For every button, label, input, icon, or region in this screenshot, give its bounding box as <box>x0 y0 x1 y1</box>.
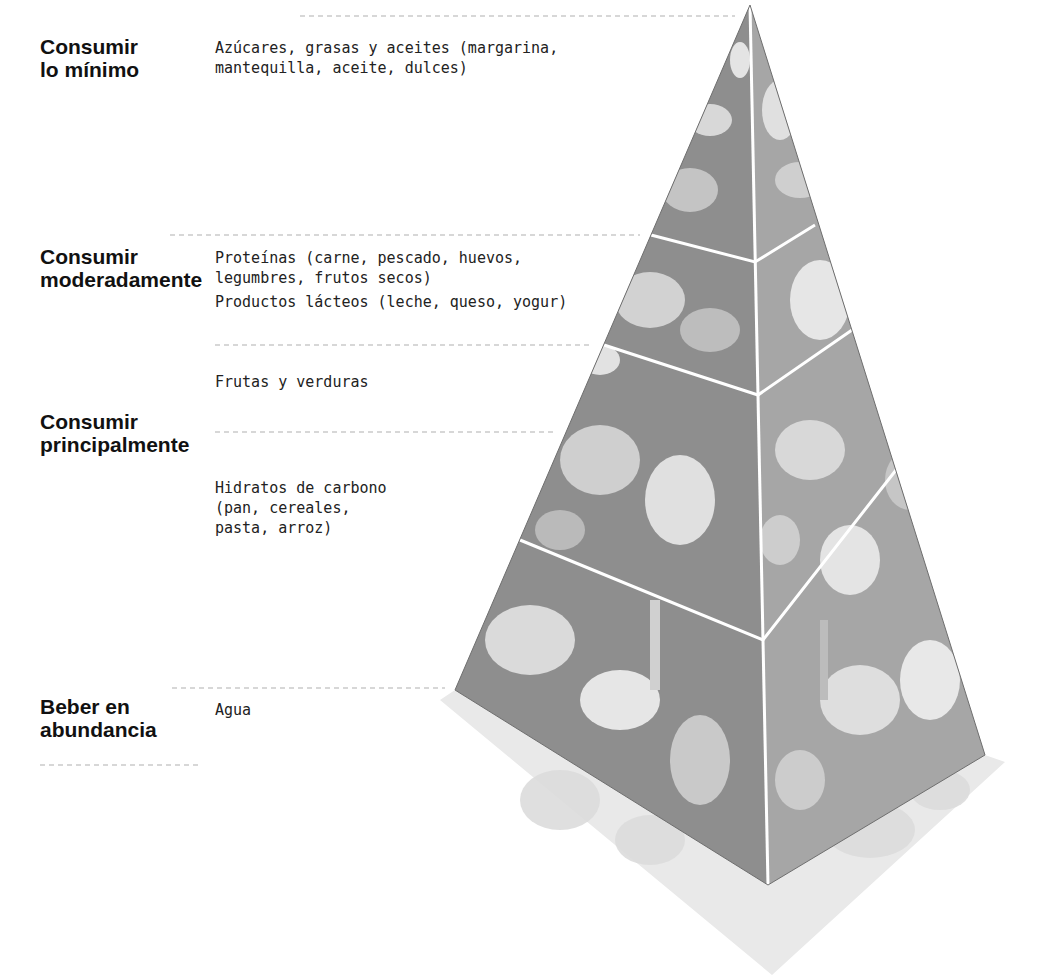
food-group-text: Productos lácteos (leche, queso, yogur) <box>215 292 580 312</box>
pyramid-right-face <box>750 5 985 885</box>
food-group-text: Agua <box>215 700 365 720</box>
food-group-text: Frutas y verduras <box>215 372 515 392</box>
food-images <box>485 42 960 810</box>
food-group-text: Azúcares, grasas y aceites (margarina, m… <box>215 38 580 78</box>
band-lines <box>520 5 896 885</box>
pyramid-outline <box>455 5 985 885</box>
food-group-text: Hidratos de carbono (pan, cereales, past… <box>215 478 405 538</box>
advice-heading: Consumir moderadamente <box>40 245 215 291</box>
advice-heading: Consumir principalmente <box>40 410 215 456</box>
pyramid-left-face <box>455 5 768 885</box>
advice-heading: Beber en abundancia <box>40 695 170 741</box>
advice-heading: Consumir lo mínimo <box>40 35 152 81</box>
food-group-text: Proteínas (carne, pescado, huevos, legum… <box>215 248 580 288</box>
